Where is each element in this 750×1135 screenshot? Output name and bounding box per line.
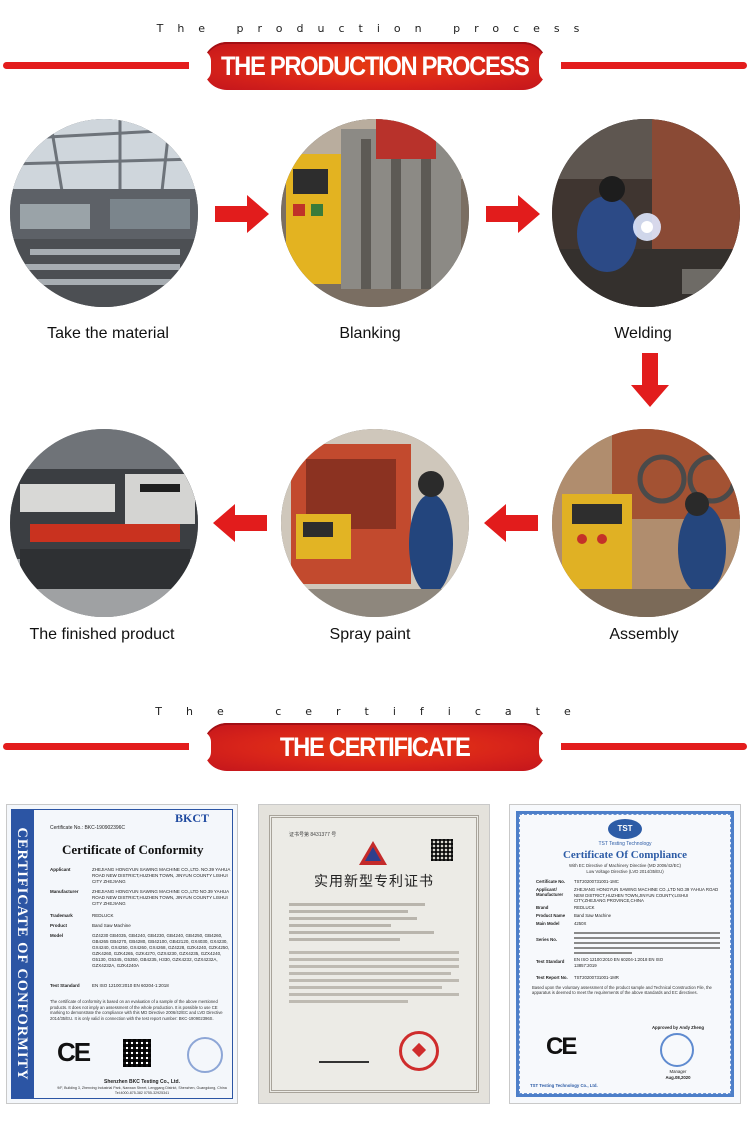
cert1-trademark: REDLUCK — [92, 913, 114, 918]
certificate-ce-bkc: CERTIFICATE OF CONFORMITY BKCT Certifica… — [7, 805, 237, 1103]
signature-icon — [319, 1045, 369, 1063]
photo-take-material — [10, 119, 198, 307]
cert3-standard: EN ISO 12100:2010 EN 60204-1:2018 EN ISO… — [574, 957, 664, 968]
ce-mark-icon: CE — [57, 1037, 91, 1067]
cert3-applicant: ZHEJIANG HONGYUN SAWING MACHINE CO.,LTD … — [574, 887, 719, 903]
cert1-manufacturer-label: Manufacturer — [50, 889, 79, 894]
cert1-applicant: ZHEJIANG HONGYUN SAWING MACHINE CO.,LTD.… — [92, 867, 231, 884]
cert1-logo: BKCT — [175, 811, 210, 825]
cert3-directive1: With EC Directive of Machinery Directive… — [569, 863, 681, 868]
process-caption: The production process — [156, 22, 594, 35]
arrow-left-icon — [484, 504, 538, 542]
cert3-model-label: Main Model — [536, 921, 560, 926]
cert3-product: Band Saw Machine — [574, 913, 612, 918]
cert1-model: GZ4230 GB4035, GB4240, GB4230, GB4240, G… — [92, 933, 230, 968]
cert1-product: Band Saw Machine — [92, 923, 131, 928]
step-label-finished-product: The finished product — [29, 626, 175, 643]
cert1-product-label: Product — [50, 923, 68, 928]
cert3-report: TST20200731001-1MR — [574, 975, 619, 980]
cert2-number: 证书号第 8431377 号 — [289, 832, 337, 838]
cert3-logo: TST — [608, 819, 642, 839]
cert3-date: Aug.08,2020 — [665, 1075, 691, 1080]
cert1-number: Certificate No.: BKC-190902396C — [50, 825, 126, 831]
cert3-brand: REDLUCK — [574, 905, 595, 910]
arrow-left-icon — [213, 504, 267, 542]
photo-finished-product — [10, 429, 198, 617]
cert1-side-text: CERTIFICATE OF CONFORMITY — [14, 827, 30, 1081]
qr-code-icon — [431, 839, 453, 861]
process-banner: THE PRODUCTION PROCESS — [189, 42, 561, 90]
cert3-standard-label: Test Standard — [536, 959, 565, 964]
arrow-right-icon — [486, 195, 540, 233]
seal-icon — [660, 1033, 694, 1067]
arrow-right-icon — [215, 195, 269, 233]
process-title: THE PRODUCTION PROCESS — [221, 50, 530, 81]
photo-welding — [552, 119, 740, 307]
cert1-applicant-label: Applicant — [50, 867, 71, 872]
certificate-tst: TST TST Testing Technology Certificate O… — [510, 805, 740, 1103]
certificate-banner: THE CERTIFICATE — [189, 723, 561, 771]
step-label-welding: Welding — [614, 325, 672, 342]
photo-assembly — [552, 429, 740, 617]
cert3-report-label: Test Report No. — [536, 975, 568, 980]
cert1-standard-label: Test Standard — [50, 983, 80, 988]
cert3-footer-note: Based upon the voluntary assessment of t… — [532, 985, 712, 996]
cert1-side-band: CERTIFICATE OF CONFORMITY — [11, 809, 33, 1099]
seal-icon — [187, 1037, 223, 1073]
cert3-manager: Manager — [669, 1069, 687, 1074]
qr-code-icon — [123, 1039, 151, 1067]
cert3-number-label: Certificate No. — [536, 879, 566, 884]
step-label-take-material: Take the material — [47, 325, 169, 342]
cert3-directive2: Low Voltage Directive (LVD 2014/35/EU) — [586, 869, 664, 874]
cert1-note: The certificate of conformity is based o… — [50, 999, 223, 1021]
cert1-manufacturer: ZHEJIANG HONGYUN SAWING MACHINE CO.,LTD … — [92, 889, 229, 906]
certificate-patent: 证书号第 8431377 号 实用新型专利证书 — [259, 805, 489, 1103]
photo-blanking — [281, 119, 469, 307]
patent-emblem-icon — [359, 841, 387, 865]
cert3-series-label: Series No. — [536, 937, 558, 942]
cert3-brand-label: Brand — [536, 905, 549, 910]
cert1-issuer-address: 9/F, Building 3, Zhenxing Industrial Par… — [57, 1086, 227, 1095]
step-label-spray-paint: Spray paint — [329, 626, 411, 643]
cert1-trademark-label: Trademark — [50, 913, 73, 918]
cert2-title: 实用新型专利证书 — [314, 874, 434, 890]
cert1-heading: Certificate of Conformity — [62, 842, 204, 857]
cert1-standard: EN ISO 12100:2010 EN 60204-1:2018 — [92, 983, 169, 988]
cert2-body — [289, 899, 459, 1049]
arrow-down-icon — [631, 353, 669, 407]
cert3-approved: Approved by Andy Zheng — [651, 1025, 705, 1030]
cert3-issuer: TST Testing Technology Co., Ltd. — [530, 1083, 598, 1088]
cert3-applicant-label: Applicant/ Manufacturer — [536, 887, 564, 897]
ce-mark-icon: CE — [546, 1033, 577, 1060]
cert3-product-label: Product Name — [536, 913, 566, 918]
cert3-logo-sub: TST Testing Technology — [598, 841, 652, 847]
cert1-model-label: Model — [50, 933, 63, 938]
step-label-blanking: Blanking — [339, 325, 401, 342]
cert1-issuer: Shenzhen BKC Testing Co., Ltd. — [103, 1079, 180, 1085]
photo-spray-paint — [281, 429, 469, 617]
cert3-number: TST20200731001-1MC — [574, 879, 619, 884]
cert3-model: 4250X — [574, 921, 587, 926]
step-label-assembly: Assembly — [609, 626, 679, 643]
certificate-caption: The certificate — [155, 705, 595, 718]
cert3-heading: Certificate Of Compliance — [562, 849, 687, 861]
cert3-series — [574, 929, 720, 957]
red-seal-icon — [399, 1031, 439, 1071]
certificate-title: THE CERTIFICATE — [280, 731, 471, 762]
